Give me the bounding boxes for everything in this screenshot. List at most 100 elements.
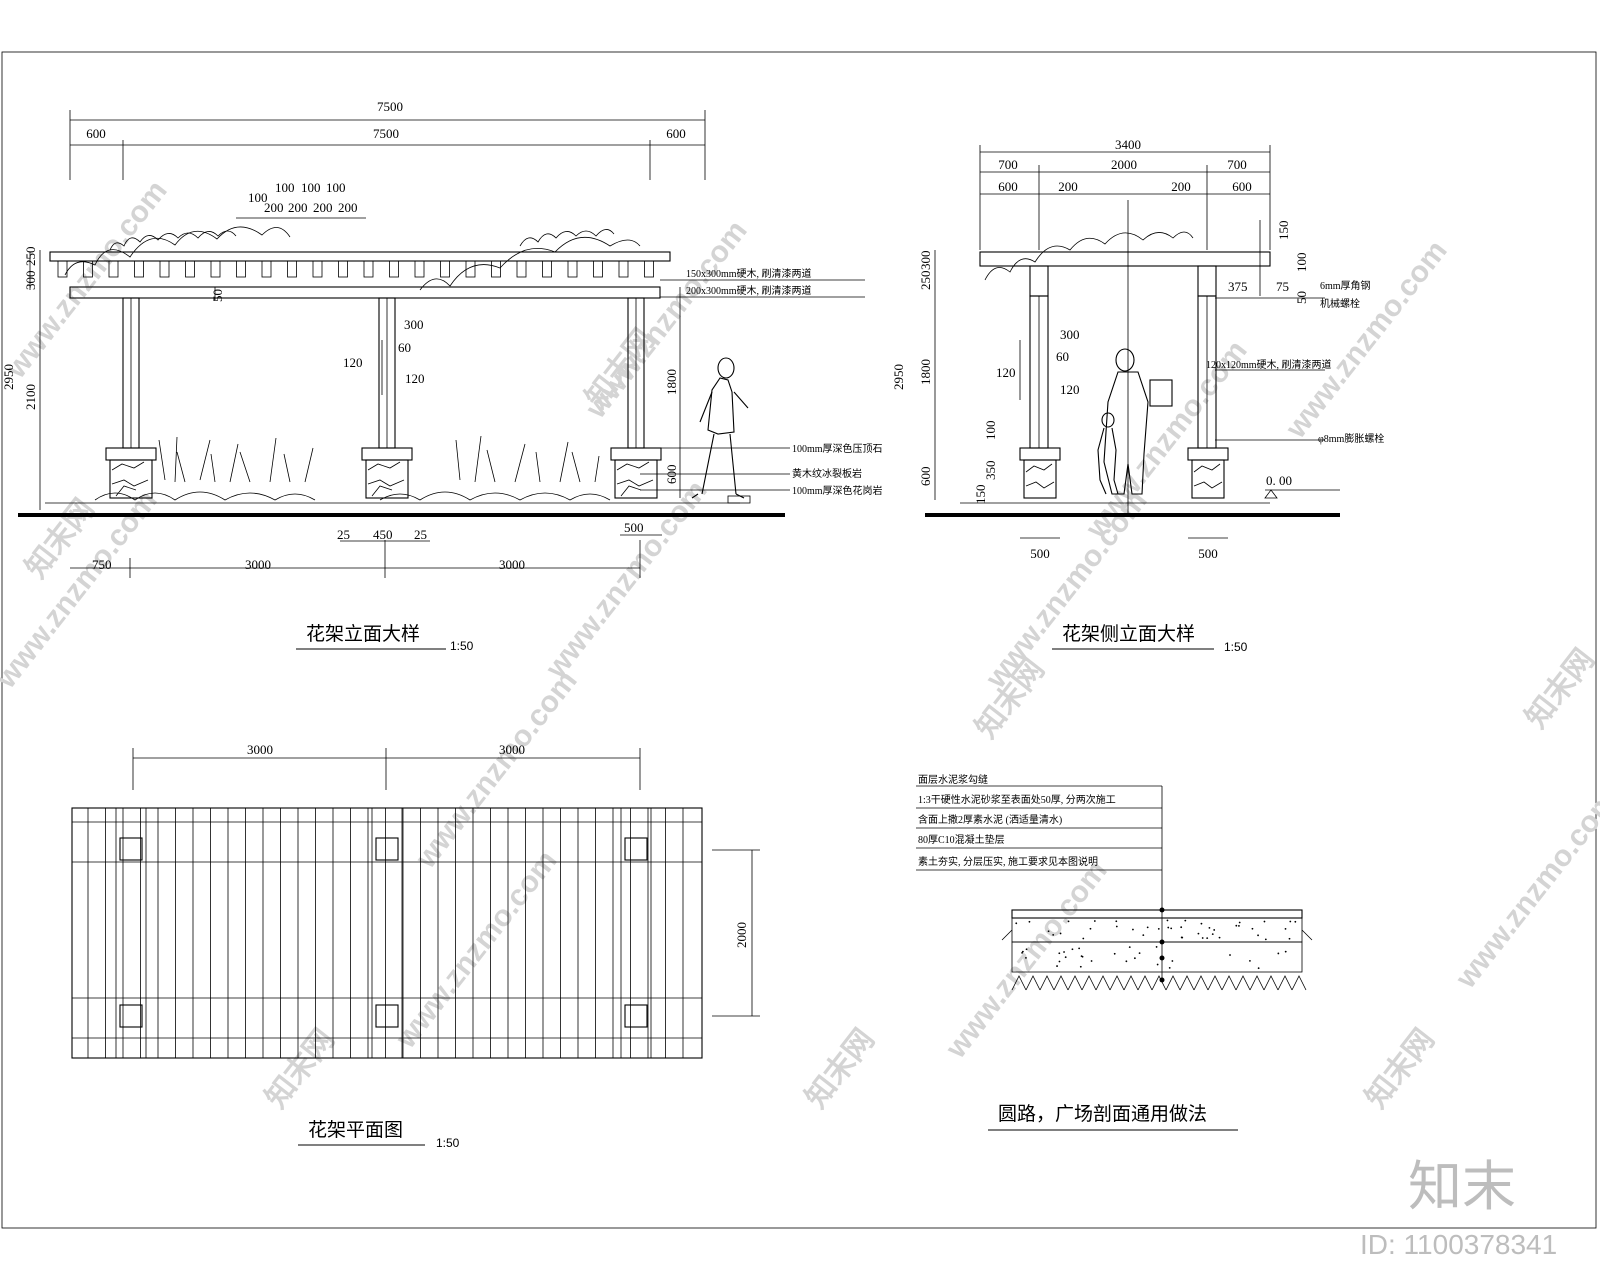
dim-text: 100 [326, 180, 346, 195]
dim-text: 2000 [734, 922, 749, 948]
dim-text: 120 [405, 371, 425, 386]
rafter-end [389, 260, 399, 278]
aggregate-dot [1142, 934, 1145, 937]
aggregate-dot [1047, 930, 1050, 933]
post-footprint [375, 1004, 399, 1028]
vine-foliage [984, 231, 1194, 281]
vine-foliage [64, 226, 641, 291]
soil-hatch-mark [1165, 975, 1181, 991]
aggregate-dot [1213, 929, 1216, 931]
dim-text: 450 [373, 527, 393, 542]
aggregate-dot [1015, 922, 1018, 925]
dim-text: 300 [1060, 327, 1080, 342]
watermark-text: www.znzmo.com [389, 844, 564, 1055]
drawing-title: 花架侧立面大样 [1062, 623, 1195, 645]
dim-text: 3000 [245, 557, 271, 572]
dim-text: 200 [1058, 179, 1078, 194]
cross-beam [69, 286, 661, 299]
material-note: 200x300mm硬木, 刷清漆两道 [686, 284, 812, 297]
aggregate-dot [1132, 928, 1134, 931]
watermark-text: www.znzmo.com [539, 474, 714, 685]
aggregate-dot [1201, 937, 1204, 939]
soil-hatch-mark [1025, 975, 1041, 991]
front-elevation: 7500 600 7500 600 100 100 100 100 200 20… [1, 99, 883, 653]
aggregate-dot [1071, 948, 1074, 951]
level-mark: 0. 00 [1266, 473, 1292, 488]
watermark-layer: www.znzmo.com www.znzmo.com www.znzmo.co… [0, 174, 1600, 1114]
rafter-end [516, 260, 527, 278]
plan-view: 3000 3000 2000 花架平面图 1:50 [71, 742, 760, 1150]
soil-hatch-mark [1053, 975, 1069, 991]
watermark-brand: 知末网 [260, 1023, 341, 1114]
material-note: 6mm厚角钢 [1320, 279, 1371, 292]
post [361, 297, 413, 499]
soil-hatch-mark [1235, 975, 1251, 991]
dim-text: 200 [338, 200, 358, 215]
aggregate-dot [1059, 932, 1062, 935]
soil-hatch-mark [1137, 975, 1153, 991]
post-footprint [624, 1004, 648, 1028]
rafters [57, 260, 654, 278]
dim-text: 700 [998, 157, 1018, 172]
post-footprint [119, 1004, 143, 1028]
rafter-end [108, 260, 119, 278]
dim-text: 7500 [377, 99, 403, 114]
aggregate-dot [1251, 927, 1254, 930]
layer-note: 80厚C10混凝土垫层 [918, 833, 1005, 846]
dim-text: 3000 [499, 557, 525, 572]
rafter-end [593, 260, 603, 278]
aggregate-dot [1257, 967, 1260, 970]
human-figure [691, 357, 749, 499]
soil-hatch-mark [1207, 975, 1223, 991]
aggregate-dot [1082, 937, 1085, 940]
aggregate-dot [1115, 925, 1118, 928]
aggregate-dot [1146, 926, 1149, 929]
dim-text: 300 [23, 271, 38, 291]
aggregate-dot [1067, 920, 1070, 923]
material-note: 100mm厚深色压顶石 [792, 442, 883, 455]
aggregate-dot [1090, 960, 1093, 962]
aggregate-dot [1133, 957, 1136, 960]
rafter-end [312, 260, 323, 278]
dim-text: 600 [1232, 179, 1252, 194]
rafter-end [363, 260, 374, 278]
dim-text: 700 [1227, 157, 1247, 172]
aggregate-dot [1078, 947, 1081, 950]
dim-text: 100 [275, 180, 295, 195]
dim-text: 3400 [1115, 137, 1141, 152]
aggregate-dot [1079, 965, 1082, 968]
aggregate-dot [1208, 926, 1211, 929]
rafter-end [567, 260, 578, 278]
layer-note: 含面上撒2厚素水泥 (洒适量清水) [918, 813, 1062, 826]
dim-text: 300 [404, 317, 424, 332]
aggregate-dot [1294, 920, 1297, 923]
watermark-text: www.znzmo.com [409, 664, 584, 875]
rafter-end [618, 260, 629, 278]
soil-hatch-mark [1151, 975, 1167, 991]
dimension-lines [29, 110, 865, 578]
aggregate-dot [1229, 954, 1231, 956]
aggregate-dot [1257, 934, 1259, 937]
aggregate-dot [1263, 920, 1266, 923]
material-note: 150x300mm硬木, 刷清漆两道 [686, 267, 812, 280]
dim-text: 120 [1060, 382, 1080, 397]
brand-logo: 知末 [1408, 1157, 1516, 1217]
aggregate-dot [1021, 951, 1023, 954]
soil-hatch-mark [1081, 975, 1097, 991]
drawing-scale: 1:50 [1224, 640, 1248, 654]
dim-text: 150 [973, 485, 988, 505]
rafter-end [210, 260, 221, 278]
aggregate-dot [1113, 952, 1116, 955]
dim-text: 750 [92, 557, 112, 572]
dim-text: 200 [288, 200, 308, 215]
compacted-soil [1011, 975, 1307, 991]
aggregate-dot [1064, 956, 1067, 959]
aggregate-dot [1125, 960, 1128, 963]
aggregate-dot [1238, 921, 1241, 924]
post-footprint [119, 837, 143, 861]
paving-section: 面层水泥浆勾缝 1:3干硬性水泥砂浆至表面处50厚, 分两次施工 含面上撒2厚素… [916, 773, 1313, 1131]
sheet-frame [1, 51, 1597, 1229]
aggregate-dot [1197, 932, 1200, 935]
aggregate-dot [1211, 933, 1214, 936]
asset-id: ID: 1100378341 [1360, 1229, 1557, 1260]
